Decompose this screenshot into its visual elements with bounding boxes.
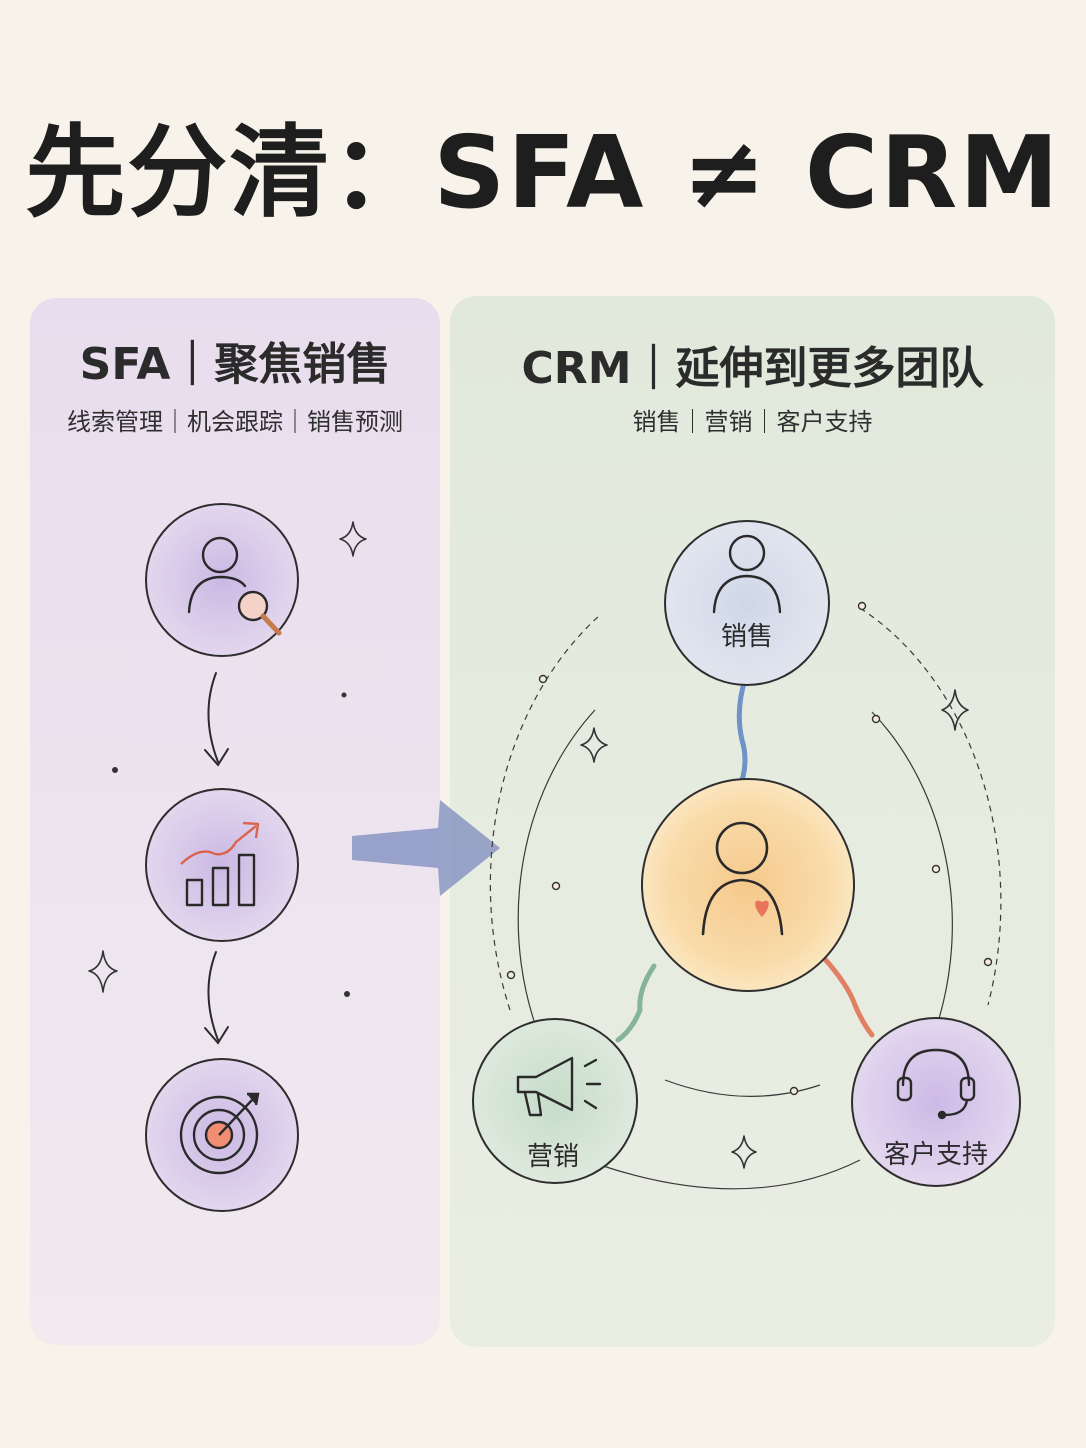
crm-node-label: 销售 bbox=[721, 622, 773, 652]
sfa-arrow-2 bbox=[204, 951, 229, 1045]
crm-center-node bbox=[641, 778, 855, 992]
crm-node-support: 客户支持 bbox=[851, 1017, 1021, 1187]
person-heart-icon bbox=[701, 821, 784, 936]
sfa-panel-title: SFA｜聚焦销售 bbox=[79, 339, 391, 390]
crm-panel-subtitle: 销售｜营销｜客户支持 bbox=[632, 408, 873, 436]
sfa-step-2 bbox=[145, 788, 299, 942]
sfa-step-3 bbox=[145, 1058, 299, 1212]
main-title: 先分清：SFA ≠ CRM bbox=[25, 114, 1061, 231]
crm-node-label: 营销 bbox=[527, 1142, 579, 1172]
sfa-panel-subtitle: 线索管理｜机会跟踪｜销售预测 bbox=[67, 408, 403, 436]
transition-arrow-icon bbox=[352, 800, 500, 896]
sfa-arrow-1 bbox=[204, 672, 229, 767]
person-search-icon bbox=[187, 536, 282, 636]
bar-chart-growth-icon bbox=[180, 821, 260, 907]
sparkle-icon bbox=[580, 689, 969, 1169]
headset-icon bbox=[896, 1048, 976, 1120]
crm-node-sales: 销售 bbox=[664, 520, 830, 686]
sfa-step-1 bbox=[145, 503, 299, 657]
person-icon bbox=[712, 534, 782, 614]
megaphone-icon bbox=[516, 1056, 602, 1117]
crm-node-label: 客户支持 bbox=[884, 1140, 988, 1170]
crm-links bbox=[615, 673, 875, 1043]
target-arrow-icon bbox=[179, 1092, 260, 1175]
orbit-rings bbox=[489, 607, 1002, 1190]
crm-panel-title: CRM｜延伸到更多团队 bbox=[521, 343, 984, 394]
sparkle-icon bbox=[88, 521, 367, 993]
decorative-dots bbox=[112, 692, 350, 997]
orbit-dots bbox=[506, 601, 993, 1096]
crm-node-marketing: 营销 bbox=[472, 1018, 638, 1184]
